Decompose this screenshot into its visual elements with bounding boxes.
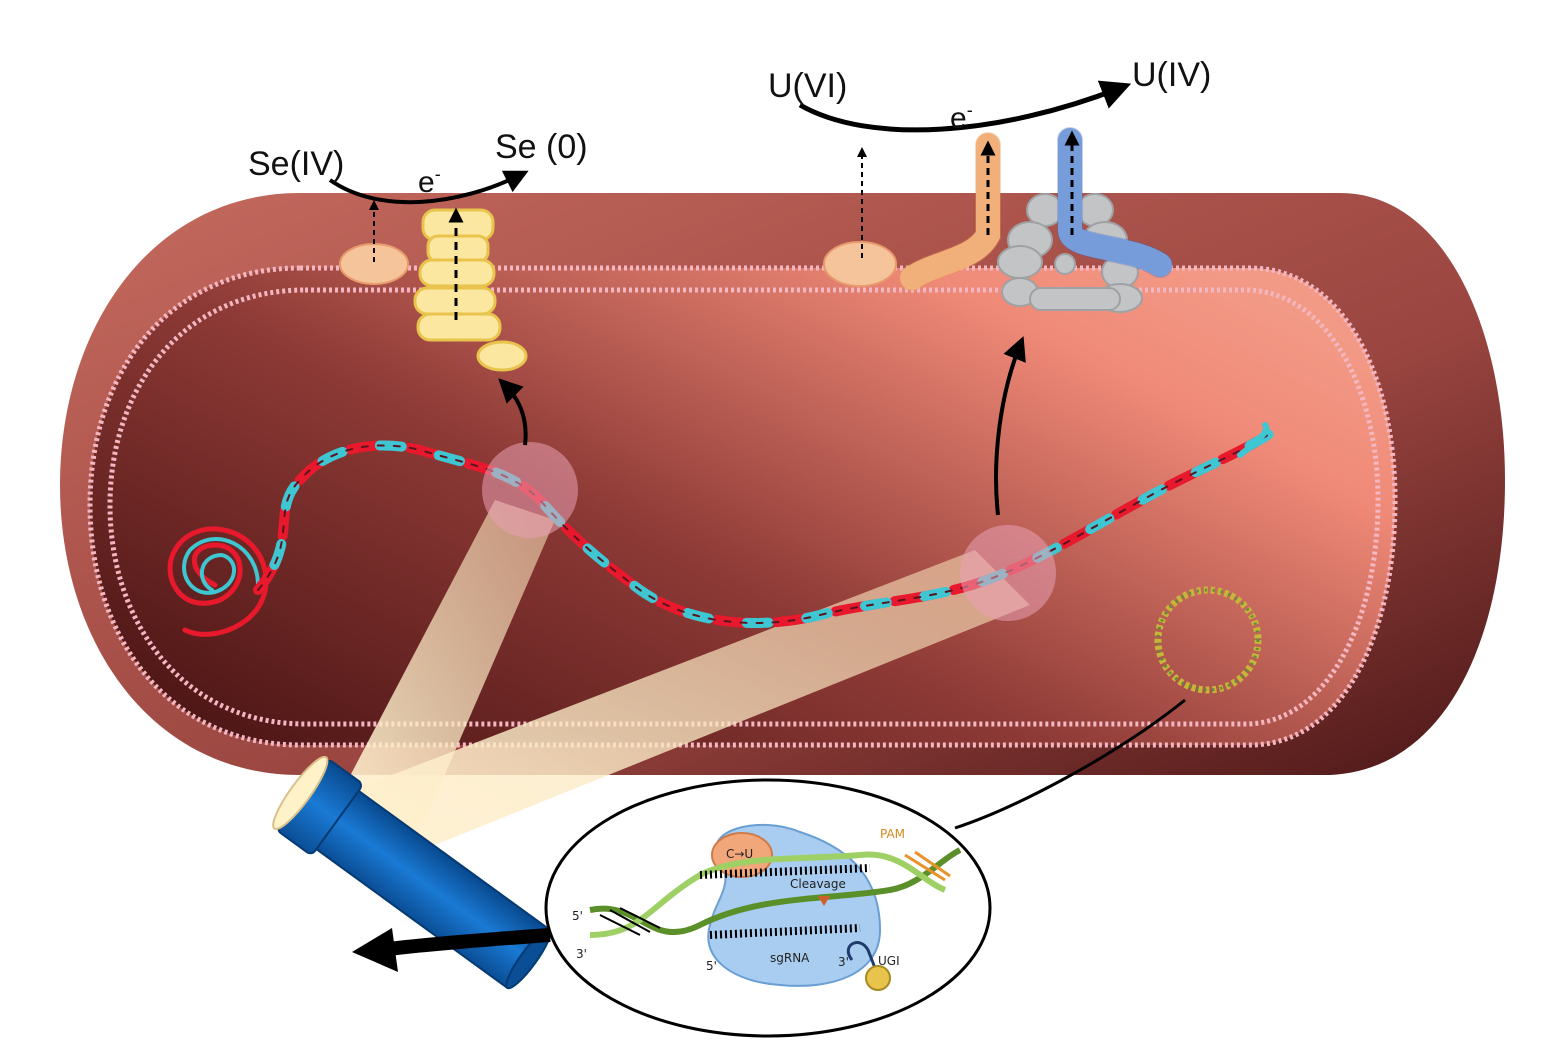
target-gene-uranium-highlight	[960, 525, 1056, 621]
cell-cytoplasm	[90, 268, 1395, 745]
inner-membrane	[107, 287, 1381, 727]
inset-deaminase-label: C→U	[726, 847, 753, 861]
se-0-label: Se (0)	[495, 128, 588, 166]
non-target-dna-strand	[589, 851, 947, 938]
beam-to-selenium-gene	[340, 500, 555, 855]
u-cytochrome-blue-icon	[1058, 128, 1172, 277]
inset-to-flashlight-arrow	[379, 928, 551, 957]
base-editor-inset	[544, 778, 992, 1038]
u-cytochrome-orange-icon	[900, 133, 1000, 290]
dna-backbone-dark	[257, 429, 1276, 624]
flashlight-beams	[340, 500, 1030, 855]
u-vi-label: U(VI)	[768, 67, 847, 105]
se-reductase-protein-icon	[413, 207, 528, 372]
u-iv-label: U(IV)	[1132, 56, 1211, 94]
u-electron-label: e-	[950, 100, 973, 135]
target-dna-strand	[589, 847, 962, 935]
se-electron-arrow	[328, 170, 529, 205]
chromosomal-dna	[167, 422, 1280, 637]
outer-membrane	[87, 265, 1398, 748]
cleavage-marker-icon	[818, 896, 830, 906]
inset-pam-label: PAM	[880, 827, 905, 841]
beam-to-uranium-gene	[340, 550, 1030, 855]
bacterial-cell	[60, 193, 1505, 775]
inset-sgrna-label: sgRNA	[770, 951, 810, 965]
inset-3prime-left: 3'	[576, 947, 587, 961]
selenium-reduction	[328, 170, 529, 446]
ugi-icon	[865, 965, 891, 991]
inset-cleavage-label: Cleavage	[790, 877, 846, 891]
arrow-gene-to-se-protein	[498, 378, 528, 446]
uranium-reduction	[798, 80, 1173, 516]
inset-5prime-sgrna: 5'	[706, 959, 717, 973]
target-gene-selenium-highlight	[482, 442, 578, 538]
u-electron-arrow	[798, 80, 1132, 133]
se-iv-label: Se(IV)	[248, 145, 344, 183]
plasmid-connector-line	[954, 698, 1186, 830]
arrow-gene-to-u-protein	[994, 336, 1026, 516]
u-small-transporter-icon	[823, 241, 897, 287]
inset-5prime-left: 5'	[572, 909, 583, 923]
inset-3prime-sgrna: 3'	[838, 955, 849, 969]
u-reductase-complex-icon	[997, 193, 1143, 313]
inset-ugi-label: UGI	[878, 954, 900, 968]
se-electron-label: e-	[418, 164, 441, 199]
